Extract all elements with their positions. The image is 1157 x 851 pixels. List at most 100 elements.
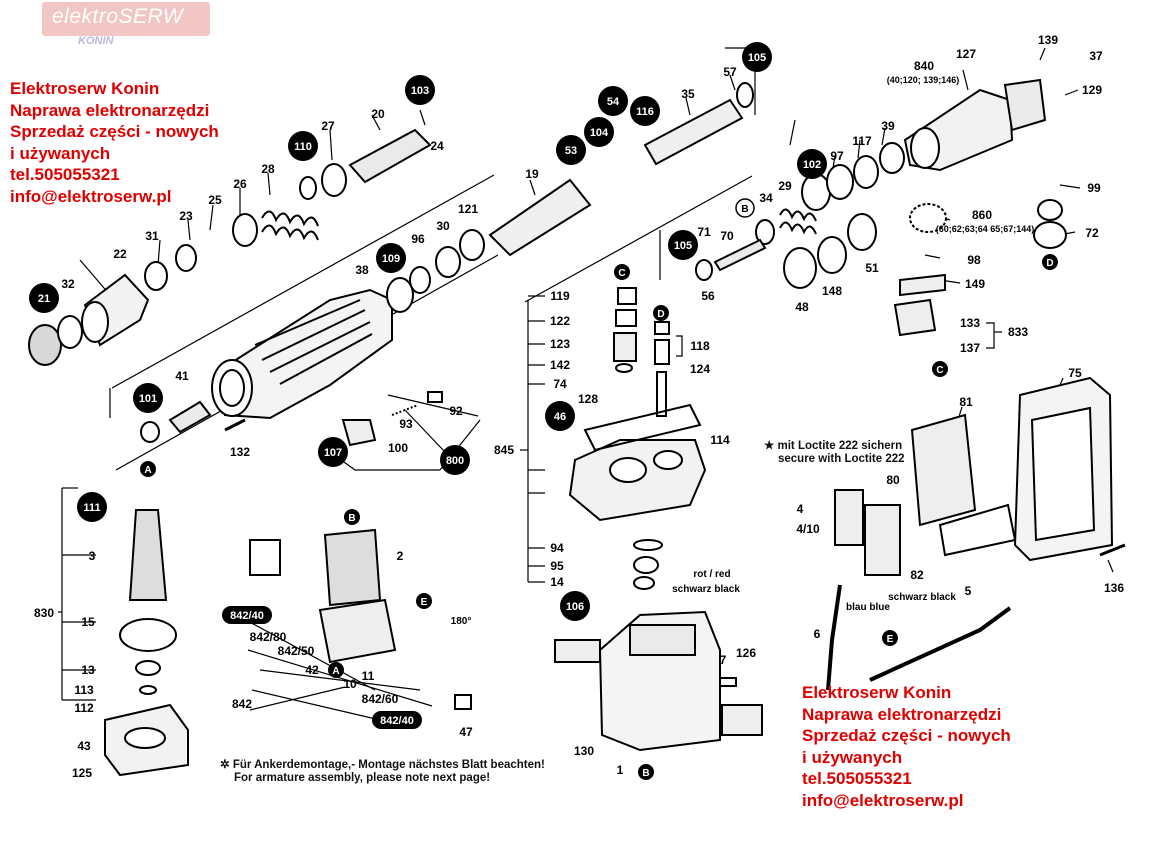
part-label: 860 (972, 208, 992, 222)
part-label: 30 (436, 219, 450, 233)
promo-phone: tel.505055321 (802, 769, 912, 788)
promo-line: i używanych (10, 143, 111, 163)
part-label: 4 (797, 502, 804, 516)
ref-label: 800 (446, 455, 464, 467)
part-label: 51 (865, 261, 879, 275)
letter-marker: A (328, 662, 344, 678)
part-label: 22 (113, 247, 127, 261)
part-label: 137 (960, 341, 980, 355)
ref-label: 101 (139, 393, 157, 405)
part-label: 126 (736, 646, 756, 660)
letter-label: E (887, 634, 894, 645)
letter-marker: A (140, 461, 156, 477)
part-label: 139 (1038, 33, 1058, 47)
part-label: 113 (74, 683, 94, 697)
letter-label: D (657, 309, 664, 320)
watermark-logo: elektroSERW (42, 2, 210, 36)
ref-badge: 103 (405, 75, 435, 105)
letter-label: C (936, 365, 943, 376)
part-label: 142 (550, 358, 570, 372)
part-label: 128 (578, 392, 598, 406)
part-label: 75 (1068, 366, 1082, 380)
part-label: 125 (72, 766, 92, 780)
letter-label: C (618, 268, 625, 279)
part-label: 124 (690, 362, 710, 376)
armature-note-en: For armature assembly, please note next … (234, 772, 491, 784)
part-label: 32 (61, 277, 75, 291)
letter-marker: E (882, 630, 898, 646)
ref-label: 116 (636, 106, 654, 118)
part-label: 99 (1087, 181, 1101, 195)
part-label: 845 (494, 443, 514, 457)
promo-line: Elektroserw Konin (10, 79, 160, 98)
part-label: 38 (355, 263, 369, 277)
part-label: 1 (617, 763, 624, 777)
part-label: 10 (343, 677, 357, 691)
part-label: 833 (1008, 325, 1028, 339)
letter-marker: B (735, 198, 755, 218)
ref-badge: 110 (288, 131, 318, 161)
part-label: 842/60 (362, 692, 399, 706)
part-label: 842/50 (278, 644, 315, 658)
ref-label: 104 (590, 127, 609, 139)
letter-marker: D (653, 305, 669, 321)
part-label: 43 (77, 739, 91, 753)
letter-refs: A A B B B C C D D E E (140, 198, 1058, 780)
ref-label: 46 (554, 411, 566, 423)
part-label: 23 (179, 209, 193, 223)
part-label: 56 (701, 289, 715, 303)
part-label: 19 (525, 167, 539, 181)
ref-label: 111 (83, 502, 100, 514)
watermark-brand: elektroSERW (52, 5, 184, 28)
ref-badge: 46 (545, 401, 575, 431)
letter-label: A (144, 465, 151, 476)
letter-label: B (642, 768, 649, 779)
ref-badge: 842/40 (222, 606, 272, 624)
part-label: 29 (778, 179, 792, 193)
part-label: 136 (1104, 581, 1124, 595)
letter-label: A (332, 666, 339, 677)
ref-badge: 53 (556, 135, 586, 165)
letter-marker: B (638, 764, 654, 780)
ref-badge: 104 (584, 117, 614, 147)
part-label: 97 (830, 149, 844, 163)
part-label: 180° (451, 616, 472, 627)
part-label: 93 (399, 417, 413, 431)
promo-block-bottom: Elektroserw Konin Naprawa elektronarzędz… (802, 682, 1011, 811)
part-label: 37 (1089, 49, 1103, 63)
ref-badge: 105 (742, 42, 772, 72)
ref-badge: 116 (630, 96, 660, 126)
part-label: 3 (89, 549, 96, 563)
ref-label: 102 (803, 159, 821, 171)
part-label: 74 (553, 377, 567, 391)
ref-badge: 102 (797, 149, 827, 179)
letter-label: E (421, 597, 428, 608)
promo-line: Sprzedaż części - nowych (10, 122, 219, 141)
part-label: 830 (34, 606, 54, 620)
ref-label: 105 (748, 52, 766, 64)
ref-label: 54 (607, 96, 620, 108)
part-label: 20 (371, 107, 385, 121)
ref-badge: 105 (668, 230, 698, 260)
ref-label: 103 (411, 85, 429, 97)
promo-line: i używanych (802, 747, 903, 767)
part-label: 118 (690, 339, 710, 353)
part-label: 95 (550, 559, 564, 573)
part-label: 842 (232, 697, 252, 711)
part-label: 112 (74, 701, 94, 715)
part-label: 48 (795, 300, 809, 314)
part-label: 80 (886, 473, 900, 487)
part-label: 121 (458, 202, 478, 216)
part-label: 39 (881, 119, 895, 133)
part-label: 15 (81, 615, 95, 629)
part-label: 114 (710, 433, 730, 447)
part-label: 148 (822, 284, 842, 298)
letter-marker: E (416, 593, 432, 609)
part-label: 4/10 (796, 522, 820, 536)
ref-label: 107 (324, 447, 342, 459)
ref-badge: 54 (598, 86, 628, 116)
part-label: 96 (411, 232, 425, 246)
part-label: 133 (960, 316, 980, 330)
part-label: 842/80 (250, 630, 287, 644)
